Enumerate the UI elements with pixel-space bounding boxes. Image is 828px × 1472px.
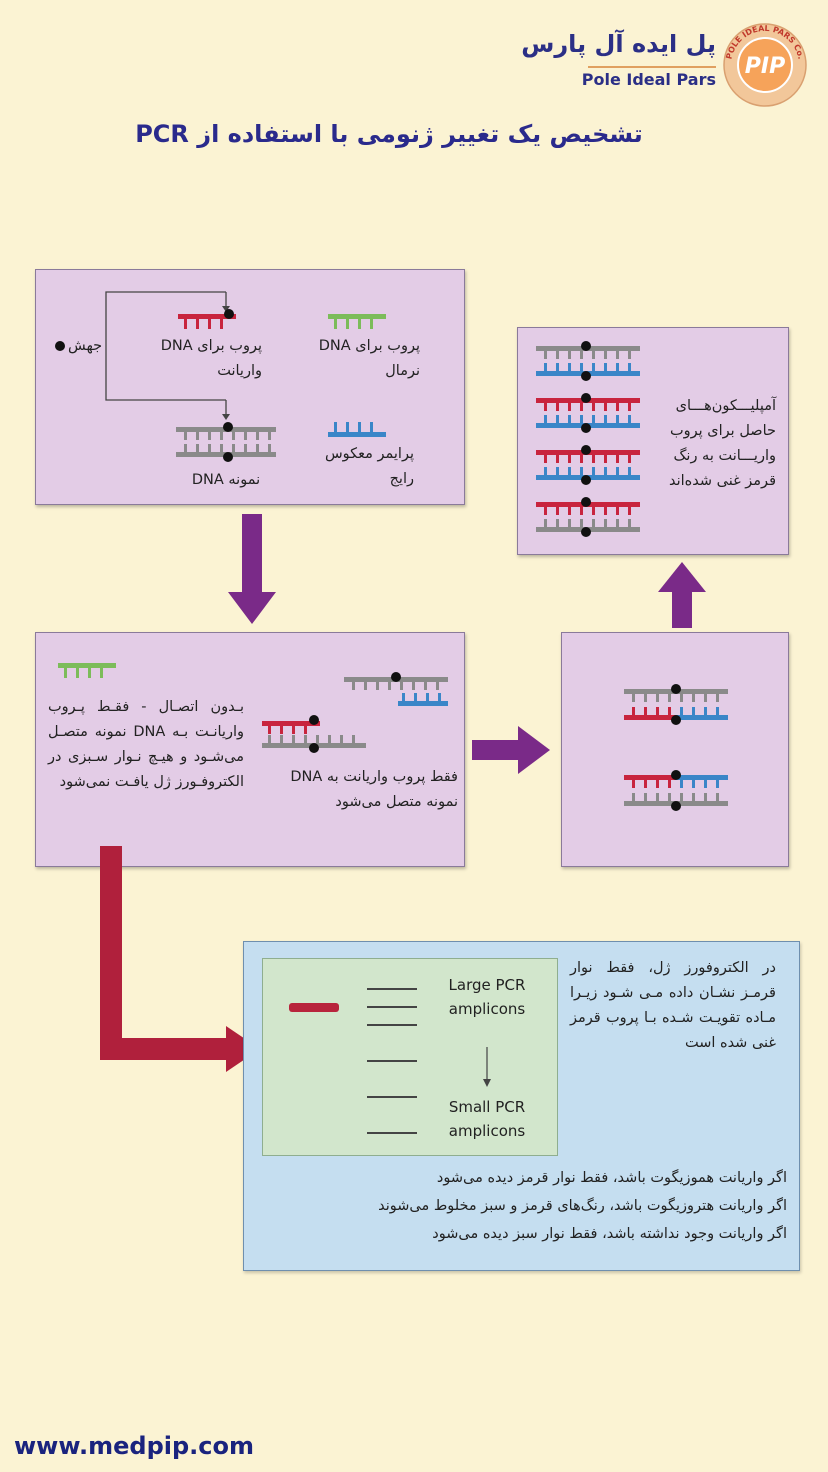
extension-panel (561, 632, 789, 867)
binding-panel: بـدون اتصـال - فقـط پـروب واریانـت بـه D… (35, 632, 465, 867)
label-mutation: جهش (68, 338, 103, 354)
amplicons-text: آمپلیـــکون‌هـــای حاصل برای پروب واریــ… (669, 398, 776, 489)
brand-divider (588, 66, 716, 68)
extension-diagram (624, 684, 728, 811)
svg-text:PIP: PIP (745, 54, 785, 79)
gel-description: در الکتروفورز ژل، فقط نوار قرمـز نشـان د… (570, 960, 776, 1051)
amplicons-diagram (536, 341, 640, 537)
binding-diagram (58, 663, 448, 753)
footer-url[interactable]: www.medpip.com (14, 1432, 254, 1460)
gel-small-label: Small PCR amplicons (448, 1098, 526, 1140)
result-absent: اگر واریانت وجود نداشته باشد، فقط نوار س… (432, 1226, 787, 1242)
brand-name-fa: پل ایده آل پارس (521, 30, 716, 58)
arrow-down-purple (228, 514, 276, 624)
label-normal-probe: پروب برای DNA نرمال (318, 338, 420, 379)
no-binding-text: بـدون اتصـال - فقـط پـروب واریانـت بـه D… (48, 699, 244, 790)
label-reverse-primer: پرایمر معکوس رایج (324, 446, 414, 487)
arrow-up-purple (658, 562, 706, 628)
label-sample-dna: نمونه DNA (191, 472, 261, 488)
page-title: تشخیص یک تغییر ژنومی با استفاده از PCR (135, 120, 643, 148)
brand-name-en: Pole Ideal Pars (581, 70, 716, 89)
label-variant-probe: پروب برای DNA واریانت (160, 338, 262, 379)
legend-panel: جهش پروب برای DNA واریانت پروب برای DNA … (35, 269, 465, 505)
result-heterozygous: اگر واریانت هتروزیگوت باشد، رنگ‌های قرمز… (378, 1198, 787, 1214)
result-homozygous: اگر واریانت هموزیگوت باشد، فقط نوار قرمز… (436, 1170, 787, 1186)
arrow-red-to-gel (100, 846, 260, 1072)
gel-image: Large PCR amplicons Small PCR amplicons (262, 958, 558, 1156)
gel-large-label: Large PCR amplicons (448, 976, 526, 1018)
arrow-right-purple (472, 726, 550, 774)
variant-only-text: فقط پروب واریانت به DNA نمونه متصل می‌شو… (290, 769, 458, 810)
brand-logo: PIP POLE IDEAL PARS Co. (722, 22, 808, 108)
gel-panel: Large PCR amplicons Small PCR amplicons … (243, 941, 800, 1271)
legend-diagram (55, 291, 386, 462)
amplicons-panel: آمپلیـــکون‌هـــای حاصل برای پروب واریــ… (517, 327, 789, 555)
